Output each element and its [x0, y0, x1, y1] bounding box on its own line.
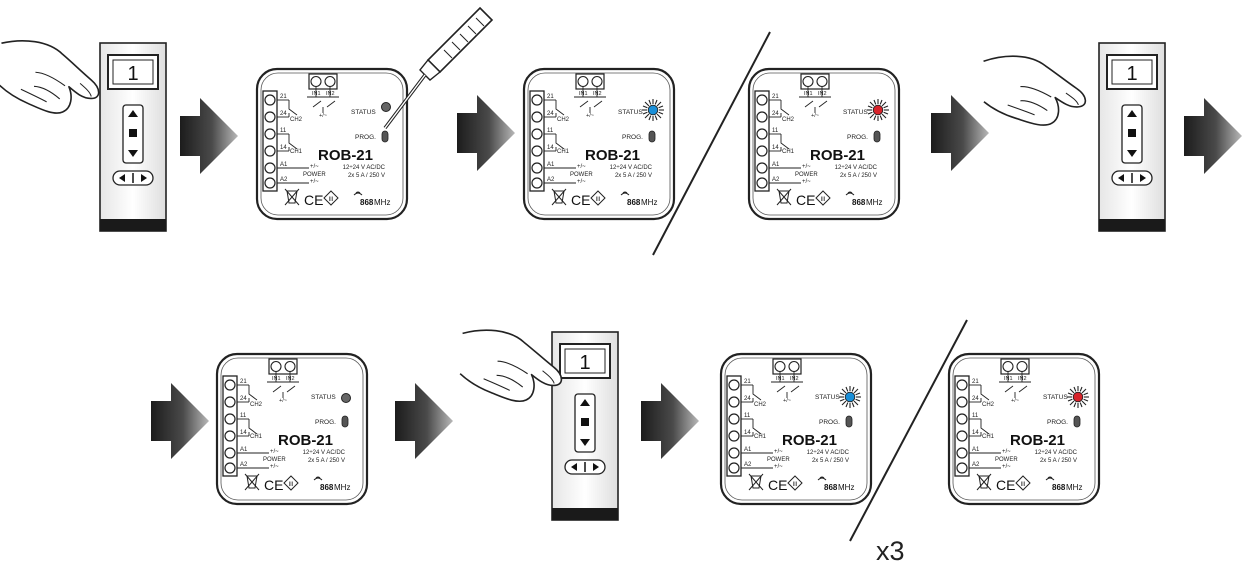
arrow-2: [457, 95, 515, 171]
alternative-divider: [652, 31, 771, 256]
arrow-3: [931, 95, 989, 171]
alternative-divider-2: [849, 319, 968, 542]
status-led-blue: [844, 391, 856, 403]
screwdriver-icon: [383, 6, 494, 130]
status-led: [341, 393, 351, 403]
arrow-5: [151, 383, 209, 459]
step-remote-press-2: [450, 322, 619, 521]
step-remote-release: [975, 42, 1166, 232]
status-led-red: [872, 104, 884, 116]
module-status-red: [747, 67, 901, 221]
module-status-blue: [522, 67, 676, 221]
repeat-count-label: x3: [876, 536, 905, 566]
status-led-red: [1072, 391, 1084, 403]
status-led: [381, 102, 391, 112]
module-prog: [255, 6, 494, 221]
module-idle: [215, 352, 369, 506]
module-status-red-2: [947, 352, 1101, 506]
step-remote-press-1: [0, 32, 167, 232]
arrow-6: [395, 383, 453, 459]
arrow-4: [1184, 98, 1242, 174]
module-status-blue-2: [719, 352, 873, 506]
arrow-1: [180, 98, 238, 174]
arrow-7: [641, 383, 699, 459]
status-led-blue: [647, 104, 659, 116]
